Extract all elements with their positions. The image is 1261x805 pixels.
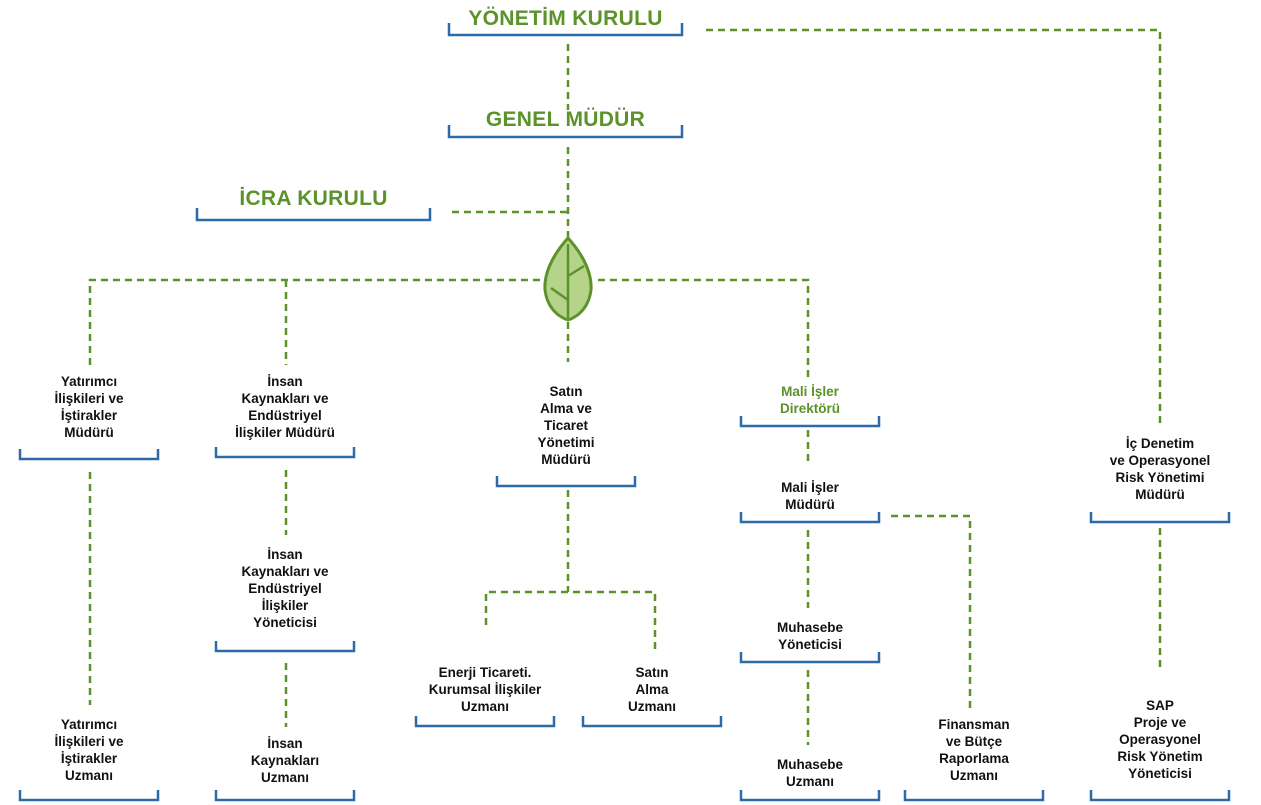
node-label-line: Alma [635,682,669,697]
brackets [18,23,1231,802]
node-label-line: Mali İşler [781,480,839,495]
node-label-line: Yönetimi [537,435,595,450]
node-label-line: Yöneticisi [1128,766,1192,781]
node-hr-manager-bracket [214,447,356,459]
node-label-line: Mali İşler [781,384,839,399]
node-label-line: İnsan [267,736,303,751]
node-label-line: Yöneticisi [253,615,317,630]
node-general-manager: GENEL MÜDÜR [485,108,646,131]
node-label-line: Yatırımcı [60,717,118,732]
node-label-line: Satın [635,665,669,680]
node-label-line: İlişkiler Müdürü [235,425,335,440]
node-label-line: Ticaret [543,418,589,433]
node-label-line: Kurumsal İlişkiler [428,682,542,697]
node-label-line: ve Bütçe [945,734,1003,749]
node-label-line: Muhasebe [776,757,844,772]
node-label-line: İnsan [267,374,303,389]
node-label-line: İlişkileri ve [54,734,124,749]
node-accounting-specialist-bracket [739,790,881,802]
node-label-line: SAP [1146,698,1174,713]
node-label-line: İlişkileri ve [54,391,124,406]
node-energy-specialist-bracket [414,716,556,728]
node-finance-director-bracket [739,416,881,428]
connector-line [88,278,540,365]
node-label-line: İnsan [267,547,303,562]
node-label-line: Kaynakları ve [241,391,329,406]
node-label-line: Kaynakları [250,753,320,768]
leaf-icon [543,235,593,322]
node-label-line: Operasyonel [1119,732,1201,747]
node-label-line: Müdürü [785,497,835,512]
node-label-line: Endüstriyel [248,408,322,423]
node-label-line: Enerji Ticareti. [438,665,532,680]
node-ir-manager-bracket [18,449,160,461]
node-finance-manager-bracket [739,512,881,524]
node-hr-specialist-bracket [214,790,356,802]
node-label-line: Uzmanı [627,699,676,714]
node-procurement-manager-bracket [495,476,637,488]
node-label-line: Uzmanı [460,699,509,714]
connectors [88,28,1162,745]
node-accounting-executive-bracket [739,652,881,664]
node-general-manager-bracket [447,125,684,139]
node-label-line: Raporlama [939,751,1009,766]
node-label-line: Endüstriyel [248,581,322,596]
connector-line [891,514,972,710]
node-label-line: Yatırımcı [60,374,118,389]
node-label-line: Uzmanı [785,774,834,789]
node-label-line: Müdürü [541,452,591,467]
node-audit-manager-bracket [1089,512,1231,524]
node-label-line: Risk Yönetimi [1115,470,1205,485]
node-label-line: Risk Yönetim [1117,749,1203,764]
node-label-line: Direktörü [779,401,840,416]
node-sap-executive-bracket [1089,790,1231,802]
node-board: YÖNETİM KURULU [468,7,663,30]
node-board-bracket [447,23,684,37]
node-label-line: Proje ve [1133,715,1187,730]
connector-line [706,28,1162,425]
node-label-line: ve Operasyonel [1109,453,1211,468]
node-label-line: Finansman [938,717,1010,732]
node-label-line: Satın [549,384,583,399]
node-executive-board: İCRA KURULU [239,187,388,210]
node-ir-specialist-bracket [18,790,160,802]
node-label-line: İştirakler [60,408,118,423]
node-label-line: Muhasebe [776,620,844,635]
node-label-line: Müdürü [64,425,114,440]
node-label-line: Uzmanı [949,768,998,783]
node-label-line: İştirakler [60,751,118,766]
node-label-line: Yöneticisi [778,637,842,652]
node-hr-executive-bracket [214,641,356,653]
node-label-line: Uzmanı [260,770,309,785]
node-budget-specialist-bracket [903,790,1045,802]
node-procurement-specialist-bracket [581,716,723,728]
node-label-line: Müdürü [1135,487,1185,502]
connector-line [484,590,657,653]
node-executive-board-bracket [195,208,432,222]
node-label-line: Alma ve [540,401,592,416]
node-label-line: İç Denetim [1125,436,1195,451]
node-label-line: Uzmanı [64,768,113,783]
node-label-line: İlişkiler [261,598,309,613]
connector-line [598,278,810,380]
node-label-line: Kaynakları ve [241,564,329,579]
